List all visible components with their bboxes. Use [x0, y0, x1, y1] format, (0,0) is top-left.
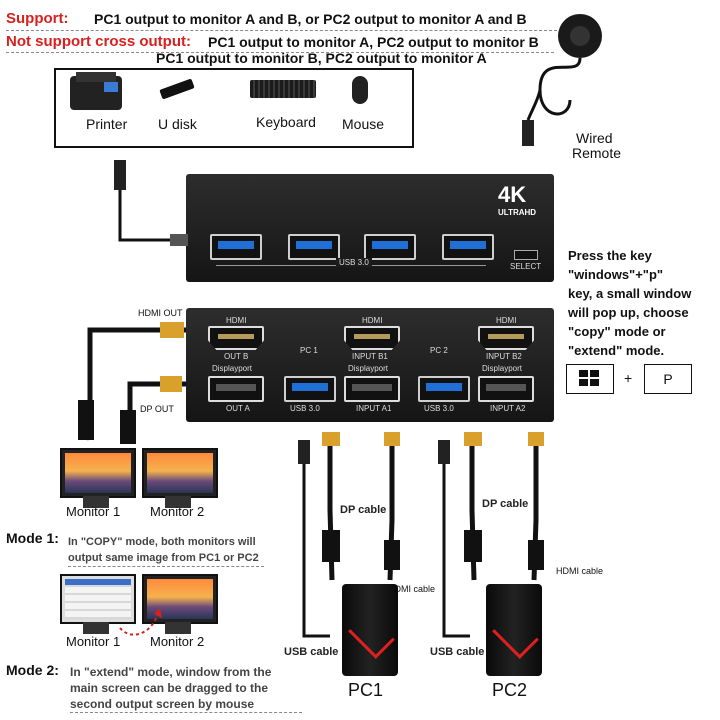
input-b1-hdmi-port [344, 326, 400, 350]
front-usb-label: USB 3.0 [336, 258, 372, 267]
mode2-line-3: second output screen by mouse [70, 697, 255, 711]
out-a-dp-port [208, 376, 264, 402]
extend-monitor-1-stand [83, 622, 109, 634]
instruction-line-6: "extend" mode. [568, 343, 665, 358]
pc1-usb-port [284, 376, 336, 402]
select-port [514, 250, 538, 260]
instruction-line-5: "copy" mode or [568, 324, 666, 339]
input-b1-hdmi-label: HDMI [362, 316, 383, 325]
instruction-line-4: will pop up, choose [568, 305, 689, 320]
out-a-label: OUT A [226, 404, 250, 413]
printer-label: Printer [86, 116, 128, 132]
monitor-1-image [60, 448, 136, 498]
monitor-2-stand [165, 496, 191, 508]
pc2-hdmi-cable-label: HDMI cable [556, 566, 604, 576]
pc1-label: PC1 [348, 680, 384, 700]
extend-monitor-1-image [60, 574, 136, 624]
front-usb-port-1 [210, 234, 262, 260]
keyboard-icon [250, 80, 316, 98]
instruction-line-1: Press the key [568, 248, 652, 263]
kvm-rear-panel: HDMI OUT B Displayport OUT A PC 1 HDMI I… [186, 308, 554, 422]
input-b2-hdmi-label: HDMI [496, 316, 517, 325]
mouse-icon [352, 76, 368, 104]
plus-sign: + [624, 370, 633, 386]
not-support-label: Not support cross output: [6, 33, 191, 50]
pc2-usb-label: USB 3.0 [424, 404, 454, 413]
out-b-hdmi-port [208, 326, 264, 350]
input-a2-label: INPUT A2 [490, 404, 526, 413]
mode1-line-2: output same image from PC1 or PC2 [68, 552, 259, 564]
remote-label-1: Wired [576, 130, 613, 146]
pc1-usb-label: USB 3.0 [290, 404, 320, 413]
front-usb-port-4 [442, 234, 494, 260]
monitor-2-image [142, 448, 218, 498]
out-b-hdmi-label: HDMI [226, 316, 247, 325]
badge-ultrahd: ULTRAHD [498, 208, 537, 217]
support-label: Support: [6, 10, 69, 27]
drag-arrow-icon [119, 608, 162, 636]
pc1-dp-cable-label: DP cable [340, 504, 387, 516]
pc1-label: PC 1 [300, 346, 318, 355]
not-support-line1: PC1 output to monitor A, PC2 output to m… [208, 34, 539, 50]
windows-key [566, 364, 614, 394]
pc1-tower [342, 584, 398, 676]
instruction-line-2: "windows"+"p" [568, 267, 664, 282]
monitor-1-label: Monitor 1 [66, 504, 121, 519]
instruction-line-3: key, a small window [568, 286, 692, 301]
p-key: P [644, 364, 692, 394]
select-label: SELECT [510, 262, 542, 271]
remote-cable [522, 14, 602, 146]
monitor-1-stand [83, 496, 109, 508]
front-usb-port-3 [364, 234, 416, 260]
input-b1-label: INPUT B1 [352, 352, 388, 361]
mode1-label: Mode 1: [6, 530, 59, 546]
udisk-label: U disk [158, 116, 197, 132]
mode2-text: In "extend" mode, window from the main s… [70, 664, 302, 713]
pc1-usb-cable-label: USB cable [284, 646, 339, 658]
hdmi-out-label: HDMI OUT [138, 308, 183, 318]
pc1-hdmi-cable-label: HDMI cable [388, 584, 436, 594]
pc2-tower [486, 584, 542, 676]
out-a-dp-label: Displayport [212, 364, 253, 373]
pc2-label: PC2 [492, 680, 528, 700]
keyboard-label: Keyboard [256, 114, 316, 130]
mode2-label: Mode 2: [6, 662, 59, 678]
remote-label-2: Remote [572, 145, 622, 161]
pc2-label: PC 2 [430, 346, 448, 355]
pc2-dp-cable-label: DP cable [482, 498, 529, 510]
front-usb-port-2 [288, 234, 340, 260]
mode2-line-1: In "extend" mode, window from the [70, 665, 272, 679]
pc2-usb-port [418, 376, 470, 402]
support-text: PC1 output to monitor A and B, or PC2 ou… [94, 11, 527, 27]
windows-logo-icon [579, 370, 599, 386]
input-a1-dp-port [344, 376, 400, 402]
badge-4k: 4K [498, 182, 527, 207]
mode1-line-1: In "COPY" mode, both monitors will [68, 536, 256, 548]
out-b-label: OUT B [224, 352, 249, 361]
instructions-block: Press the key "windows"+"p" key, a small… [568, 246, 718, 360]
input-b2-label: INPUT B2 [486, 352, 522, 361]
extend-monitor-2-label: Monitor 2 [150, 634, 205, 649]
not-support-row: Not support cross output: PC1 output to … [6, 32, 554, 53]
kvm-front-panel: 4K ULTRAHD USB 3.0 SELECT [186, 174, 554, 282]
input-a2-dp-port [478, 376, 534, 402]
not-support-line2: PC1 output to monitor B, PC2 output to m… [156, 50, 487, 66]
peripherals-box: Printer U disk Keyboard Mouse [54, 68, 414, 148]
input-a2-dp-label: Displayport [482, 364, 523, 373]
extend-monitor-2-stand [165, 622, 191, 634]
mode1-text: In "COPY" mode, both monitors will outpu… [68, 534, 264, 567]
mouse-label: Mouse [342, 116, 385, 132]
input-b2-hdmi-port [478, 326, 534, 350]
printer-icon [70, 72, 122, 110]
input-a1-label: INPUT A1 [356, 404, 392, 413]
extend-monitor-1-label: Monitor 1 [66, 634, 121, 649]
dp-out-label: DP OUT [140, 404, 174, 414]
mode2-line-2: main screen can be dragged to the [70, 681, 269, 695]
input-a1-dp-label: Displayport [348, 364, 389, 373]
pc2-usb-cable-label: USB cable [430, 646, 485, 658]
support-row: Support: PC1 output to monitor A and B, … [6, 8, 562, 31]
monitor-2-label: Monitor 2 [150, 504, 205, 519]
